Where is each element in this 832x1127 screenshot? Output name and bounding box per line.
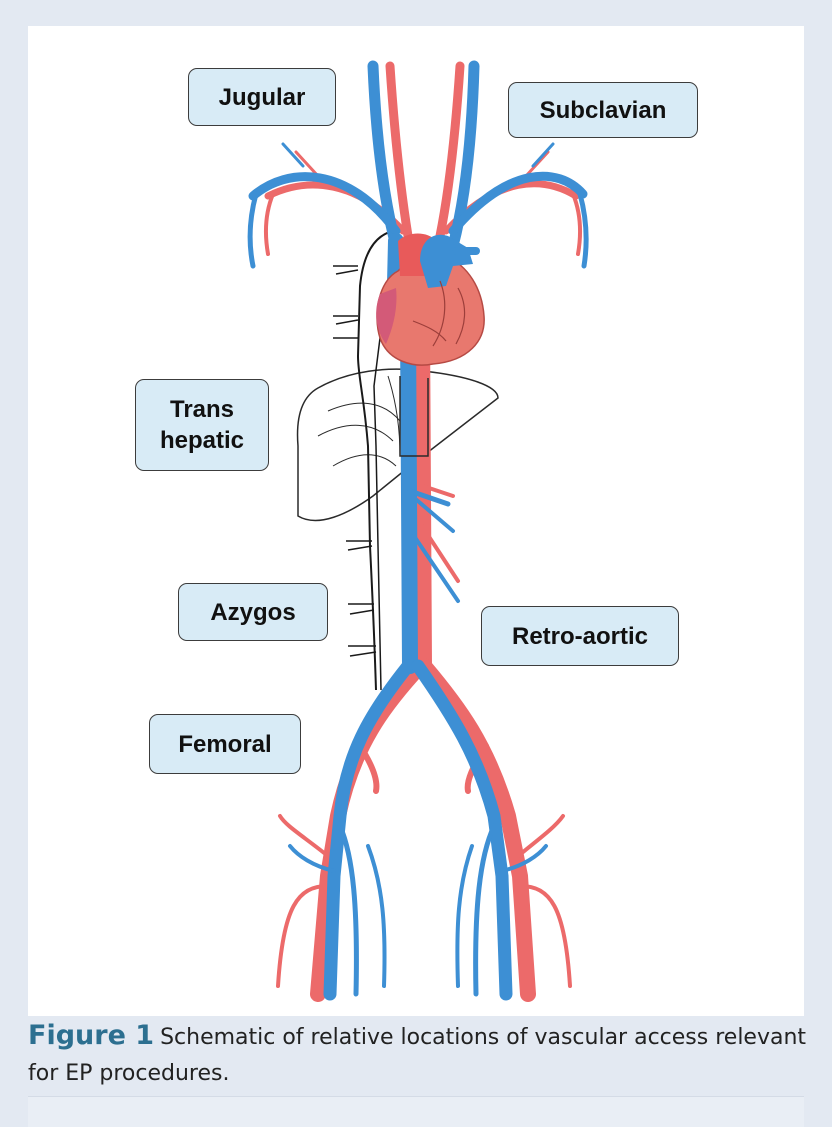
liver-outline bbox=[296, 368, 499, 522]
label-retro-aortic: Retro-aortic bbox=[481, 606, 679, 666]
caption-text-1: Schematic of relative locations of vascu… bbox=[160, 1025, 807, 1050]
label-jugular-text: Jugular bbox=[218, 83, 306, 111]
label-jugular: Jugular bbox=[188, 68, 336, 126]
label-femoral: Femoral bbox=[149, 714, 301, 774]
heart-icon bbox=[376, 233, 485, 366]
azygos-vein bbox=[356, 230, 394, 691]
label-subclavian-text: Subclavian bbox=[539, 96, 667, 124]
label-trans-hepatic: Trans hepatic bbox=[135, 379, 269, 471]
bottom-bar bbox=[28, 1096, 804, 1127]
label-trans-hepatic-line2: hepatic bbox=[159, 427, 245, 454]
figure-panel: Jugular Subclavian Trans hepatic Azygos … bbox=[28, 26, 804, 1016]
label-retro-aortic-text: Retro-aortic bbox=[511, 622, 649, 650]
vascular-schematic bbox=[247, 60, 589, 1002]
label-azygos: Azygos bbox=[178, 583, 328, 641]
label-subclavian: Subclavian bbox=[508, 82, 698, 138]
caption-text-2: for EP procedures. bbox=[28, 1061, 230, 1086]
label-femoral-text: Femoral bbox=[178, 730, 272, 758]
figure-label: Figure 1 bbox=[28, 1020, 155, 1051]
label-azygos-text: Azygos bbox=[210, 598, 296, 626]
caption-line-2: for EP procedures. bbox=[28, 1056, 818, 1092]
label-trans-hepatic-line1: Trans bbox=[169, 396, 235, 423]
